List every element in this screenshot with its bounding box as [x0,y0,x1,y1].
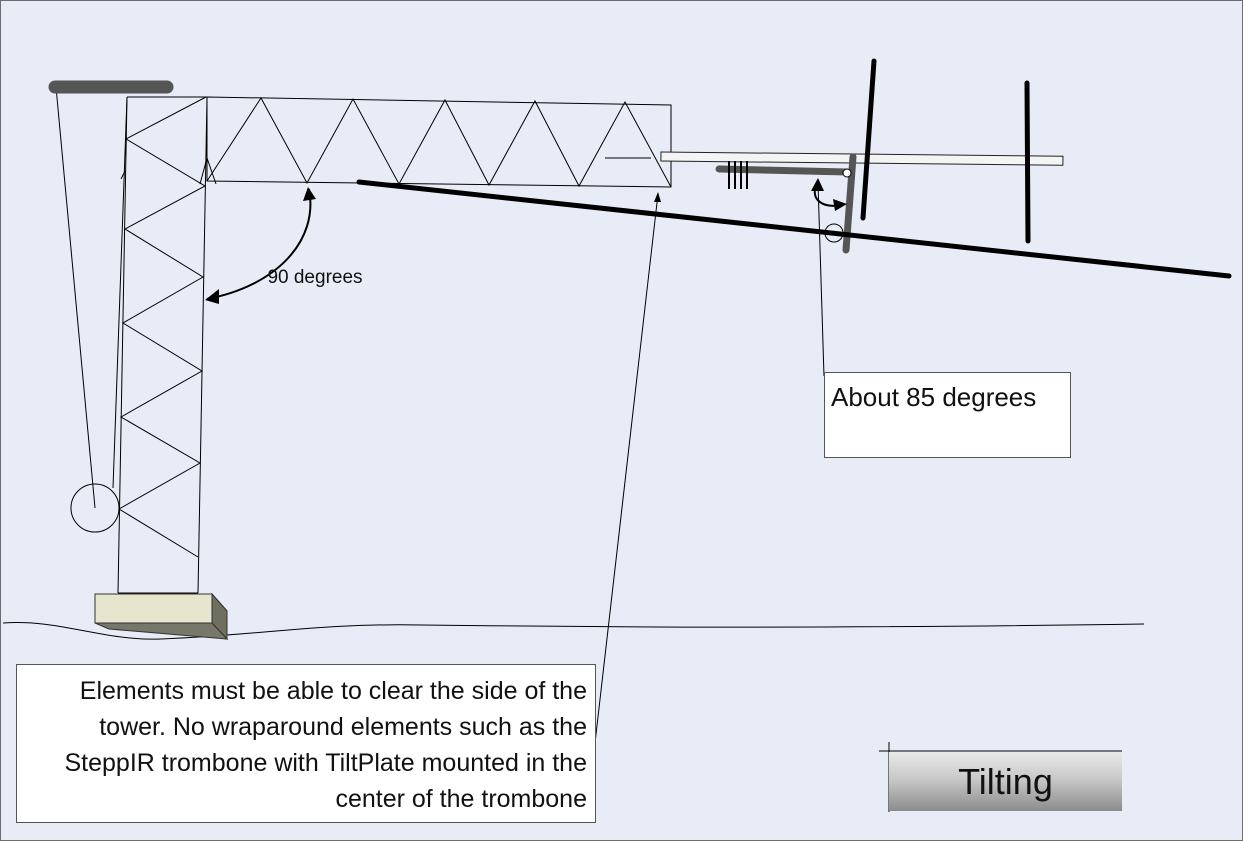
antenna-element-1 [860,58,877,221]
elements-note-callout: Elements must be able to clear the side … [16,664,596,823]
tilted-tower-section [199,96,672,188]
callout-85-pointer [817,182,825,377]
antenna-mast [356,179,1232,279]
pivot-point [842,168,852,178]
gin-pole [48,80,174,533]
angle-85-callout: About 85 degrees [824,372,1071,458]
antenna-boom [660,151,1064,166]
vertical-tower [117,96,208,594]
tilting-button[interactable]: Tilting [889,752,1122,811]
winch-pulley [70,483,120,533]
ground-line [2,622,1145,640]
angle-90-arc [206,188,312,300]
tower-base [94,592,229,641]
angle-90-label: 90 degrees [267,267,363,288]
tilt-plate [715,153,857,254]
callout-elements-pointer [594,193,659,744]
antenna-element-2 [1024,80,1031,244]
